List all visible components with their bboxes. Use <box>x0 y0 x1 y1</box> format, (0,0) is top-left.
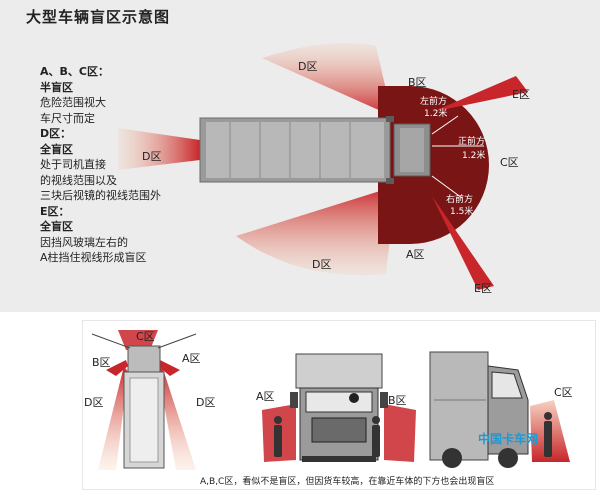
side-view-truck <box>429 351 529 468</box>
front-view-label-a: A区 <box>256 390 275 403</box>
bottom-label-d-right: D区 <box>196 396 215 409</box>
bottom-label-a: A区 <box>182 352 201 365</box>
bottom-caption: A,B,C区，看似不是盲区，但因货车较高，在靠近车体的下方也会出现盲区 <box>200 477 495 487</box>
legend-e-desc-2: A柱挡住视线形成盲区 <box>40 251 147 264</box>
front-left-label: 左前方 <box>420 95 447 107</box>
legend: A、B、C区： 半盲区 危险范围视大 车尺寸而定 D区： 全盲区 处于司机直接 … <box>40 64 161 266</box>
side-view-label-c: C区 <box>554 386 573 399</box>
d-zone-upper <box>262 42 392 116</box>
legend-e-desc-1: 因挡风玻璃左右的 <box>40 235 128 249</box>
legend-d-desc-2: 的视线范围以及 <box>40 173 117 187</box>
front-right-label: 右前方 <box>446 193 473 205</box>
front-value: 1.2米 <box>462 149 485 161</box>
legend-e-heading: E区： <box>40 204 70 218</box>
bottom-label-c: C区 <box>136 330 155 343</box>
distance-lines <box>431 115 484 199</box>
bottom-b-zone <box>106 360 128 376</box>
watermark-logo: 中国卡车网 <box>478 432 539 446</box>
front-right-value: 1.5米 <box>450 205 473 217</box>
legend-abc-desc-2: 车尺寸而定 <box>40 111 95 125</box>
front-view-label-b: B区 <box>388 394 407 407</box>
bottom-sight-lines <box>91 333 197 349</box>
label-b: B区 <box>408 76 427 89</box>
front-left-value: 1.2米 <box>424 107 447 119</box>
e-zone-lower <box>432 196 494 290</box>
bottom-truck-top <box>123 345 165 469</box>
label-a: A区 <box>406 248 425 261</box>
legend-d-desc-3: 三块后视镜的视线范围外 <box>40 189 161 202</box>
bottom-a-zone <box>158 360 180 376</box>
label-e-lower: E区 <box>474 282 492 295</box>
bottom-c-zone <box>118 330 158 350</box>
side-view-person <box>544 412 552 457</box>
bottom-d-zone-right <box>158 366 196 470</box>
legend-abc-desc-1: 危险范围视大 <box>40 96 106 109</box>
bottom-label-b: B区 <box>92 356 111 369</box>
legend-d-heading: D区： <box>40 127 72 140</box>
legend-d-type: 全盲区 <box>40 142 73 156</box>
bottom-label-d-left: D区 <box>84 396 103 409</box>
label-d-lower: D区 <box>312 258 331 271</box>
d-zone-rear <box>118 128 200 170</box>
legend-abc-type: 半盲区 <box>40 80 73 94</box>
d-zone-lower <box>236 186 396 276</box>
front-view-b-zone <box>384 404 416 462</box>
front-view-people <box>274 416 380 457</box>
e-zone-upper <box>432 76 528 112</box>
front-label: 正前方 <box>458 135 485 147</box>
label-d-rear: D区 <box>142 150 161 163</box>
legend-d-desc-1: 处于司机直接 <box>40 158 106 171</box>
front-view-truck <box>290 353 388 462</box>
truck-top-view <box>199 116 431 184</box>
bottom-d-zone-left <box>98 366 128 470</box>
legend-e-type: 全盲区 <box>40 220 73 233</box>
label-e-upper: E区 <box>512 88 530 101</box>
label-c: C区 <box>500 156 519 169</box>
legend-abc-heading: A、B、C区： <box>40 65 109 78</box>
page-title: 大型车辆盲区示意图 <box>26 8 171 26</box>
label-d-upper: D区 <box>298 60 317 73</box>
